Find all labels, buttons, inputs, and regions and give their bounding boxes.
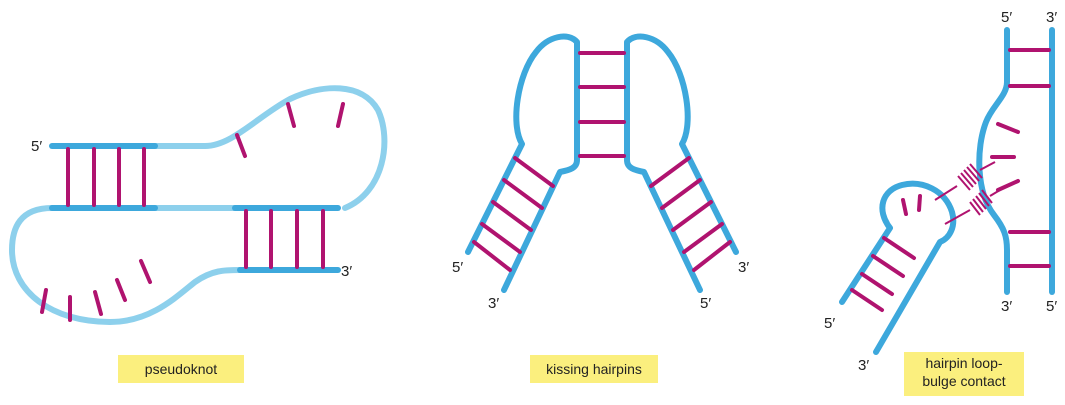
bulge-top-5prime-label: 5′	[1001, 9, 1012, 26]
hairpin-strand	[842, 184, 953, 352]
pseudoknot-3prime-label: 3′	[341, 263, 352, 280]
bulge-contact-caption-line2: bulge contact	[910, 372, 1018, 390]
unpaired-base	[998, 181, 1018, 190]
base-pair	[884, 238, 914, 258]
base-pair	[493, 202, 531, 230]
kissing-hairpins-caption: kissing hairpins	[530, 355, 658, 383]
bulge-strand	[979, 30, 1007, 292]
bulge-contact-caption: hairpin loop- bulge contact	[904, 352, 1024, 396]
base-pair	[684, 224, 722, 252]
base-pair	[673, 202, 711, 230]
unpaired-base	[117, 280, 125, 300]
base-pair	[862, 274, 892, 294]
base-pair	[515, 158, 553, 186]
pseudoknot-5prime-label: 5′	[31, 138, 42, 155]
pseudoknot-loop-strand	[155, 88, 384, 208]
base-pair	[694, 242, 730, 270]
bulge-contact-caption-line1: hairpin loop-	[910, 354, 1018, 372]
unpaired-base	[903, 200, 906, 214]
left-hairpin-3prime-label: 3′	[488, 295, 499, 312]
unpaired-base	[288, 104, 294, 126]
base-pair	[651, 158, 689, 186]
pseudoknot-lower-loop-strand	[12, 208, 240, 322]
unpaired-base	[237, 135, 245, 156]
unpaired-base	[998, 124, 1018, 132]
bulge-top-3prime-label: 3′	[1046, 9, 1057, 26]
base-pair	[852, 290, 882, 310]
base-pair	[504, 180, 542, 208]
right-hairpin-3prime-label: 3′	[738, 259, 749, 276]
left-hairpin-5prime-label: 5′	[452, 259, 463, 276]
kissing-hairpins-diagram: 5′ 3′ 3′ 5′	[452, 37, 749, 312]
hairpin-3prime-label: 3′	[858, 357, 869, 374]
bulge-bottom-3prime-label: 3′	[1001, 298, 1012, 315]
base-pair	[474, 242, 510, 270]
right-hairpin-5prime-label: 5′	[700, 295, 711, 312]
hairpin-5prime-label: 5′	[824, 315, 835, 332]
base-pair	[662, 180, 700, 208]
unpaired-base	[141, 261, 150, 282]
pseudoknot-diagram: 5′ 3′	[12, 88, 384, 322]
unpaired-base	[95, 292, 101, 314]
pseudoknot-caption: pseudoknot	[118, 355, 244, 383]
base-pair	[482, 224, 520, 252]
base-pair	[873, 256, 903, 276]
unpaired-base	[919, 196, 920, 210]
unpaired-base	[338, 104, 343, 126]
bulge-bottom-5prime-label: 5′	[1046, 298, 1057, 315]
bulge-contact-diagram: 5′ 3′ 3′ 5′ 5′ 3′	[824, 9, 1057, 374]
